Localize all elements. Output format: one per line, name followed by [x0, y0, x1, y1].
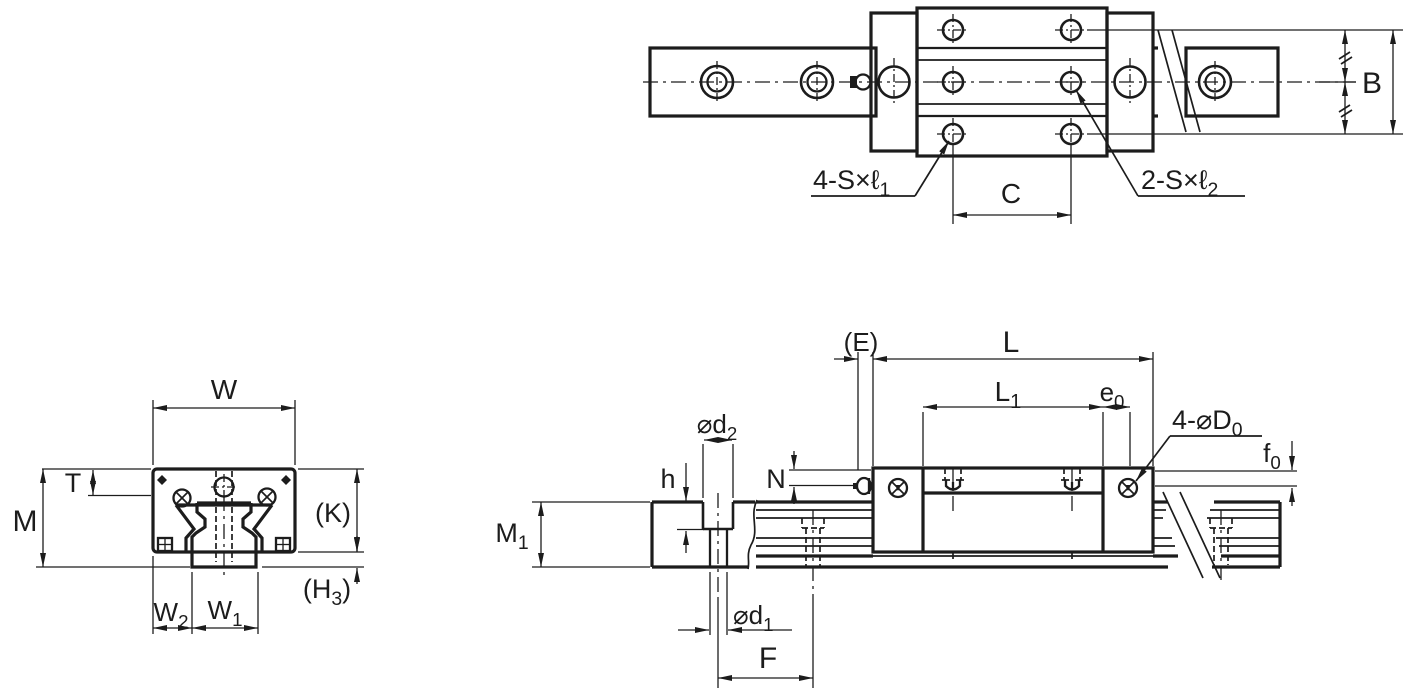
- section-break-curve: [747, 499, 758, 570]
- side-view: (E) L L1 e0 4-⌀D0: [495, 326, 1297, 688]
- label-W2: W2: [154, 597, 189, 632]
- label-f0: f0: [1263, 438, 1281, 473]
- rail-hole: [799, 61, 835, 103]
- block-mounting-holes: [937, 14, 1087, 150]
- dim-L: L: [873, 326, 1154, 466]
- label-d2: ⌀d2: [697, 409, 738, 444]
- break-line: [1179, 491, 1221, 579]
- block-thread-hidden: [1061, 468, 1083, 562]
- label-L1: L1: [995, 376, 1022, 413]
- dim-W2-W1: W2 W1: [152, 556, 259, 634]
- label-e0: e0: [1100, 377, 1125, 412]
- label-T: T: [65, 468, 82, 498]
- dim-d2: ⌀d2: [697, 409, 738, 498]
- endcap-circle: [877, 58, 911, 106]
- callout-4-S-l1: 4-S×ℓ1: [811, 140, 950, 201]
- label-h: h: [660, 464, 675, 494]
- dim-d1: ⌀d1: [678, 572, 792, 635]
- rail-side-section: [650, 493, 758, 600]
- dim-B: B: [1087, 29, 1403, 135]
- label-M1: M1: [495, 518, 528, 554]
- corner-port: [274, 536, 292, 553]
- top-view: B C 4-S×ℓ1 2-S×ℓ2: [643, 6, 1403, 224]
- label-2-S-l2: 2-S×ℓ2: [1141, 165, 1218, 201]
- label-H3: (H3): [303, 574, 351, 610]
- label-4-D0: 4-⌀D0: [1172, 405, 1243, 441]
- rail-hole: [699, 61, 735, 103]
- label-C: C: [1001, 178, 1021, 209]
- hidden-rail-hole: [801, 510, 825, 600]
- block-thread-hidden: [942, 468, 964, 562]
- dim-E: (E): [834, 327, 878, 470]
- rail-left-top: [648, 46, 878, 118]
- hidden-rail-hole: [1209, 510, 1233, 580]
- callout-4-D0: 4-⌀D0: [1135, 405, 1262, 482]
- endcap-circle: [1113, 58, 1147, 106]
- carriage-block-side: [853, 466, 1155, 562]
- endcap-screw: [1117, 477, 1139, 499]
- dim-H3: (H3): [262, 536, 364, 610]
- rail-hole: [1197, 61, 1233, 103]
- label-K: (K): [315, 498, 351, 528]
- break-line: [1162, 491, 1204, 579]
- rail-side-right: [1153, 491, 1282, 580]
- dim-N: N: [766, 451, 871, 504]
- dim-e0: e0: [1100, 377, 1131, 466]
- dim-T: T: [42, 468, 151, 498]
- label-L: L: [1003, 326, 1020, 359]
- block-section-interior: [156, 474, 292, 553]
- callout-2-S-l2: 2-S×ℓ2: [1075, 89, 1245, 201]
- dim-h: h: [660, 463, 704, 553]
- dim-f0: f0: [1155, 438, 1297, 506]
- dim-K: (K): [298, 468, 364, 553]
- break-line: [1157, 29, 1187, 133]
- corner-port: [156, 536, 174, 553]
- label-E: (E): [844, 327, 879, 357]
- dim-W: W: [152, 374, 296, 465]
- rail-side-left: [756, 500, 873, 600]
- dim-C: C: [952, 147, 1072, 224]
- label-d1: ⌀d1: [733, 600, 774, 635]
- dim-L1: L1: [922, 376, 1104, 466]
- block-endcap-right: [1105, 11, 1155, 153]
- block-endcap-left: [869, 11, 919, 153]
- rail-right-top: [1153, 29, 1280, 133]
- label-B: B: [1362, 67, 1382, 100]
- carriage-block-top: [869, 6, 1155, 158]
- dim-F: F: [717, 600, 814, 688]
- label-4-S-l1: 4-S×ℓ1: [813, 165, 890, 201]
- dim-M1: M1: [495, 501, 650, 568]
- label-N: N: [766, 464, 786, 494]
- rail-section-profile: [190, 471, 258, 580]
- label-W1: W1: [208, 595, 243, 630]
- ball-raceway-circle: [257, 487, 277, 507]
- label-W: W: [211, 374, 238, 405]
- endcap-screw: [887, 477, 909, 499]
- cross-section-view: W T M (K) (H3): [13, 374, 364, 634]
- label-F: F: [759, 642, 777, 675]
- label-M: M: [13, 505, 38, 538]
- dim-M: M: [13, 469, 190, 568]
